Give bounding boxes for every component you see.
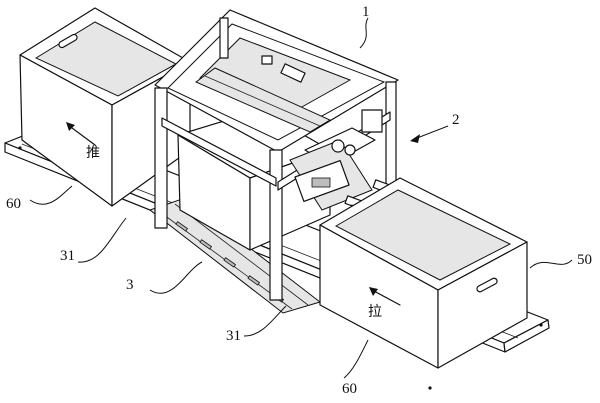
label-rail: 3	[126, 277, 134, 293]
frame-post-front-left	[154, 87, 168, 229]
frame-post-back-left	[219, 17, 229, 59]
label-frame: 1	[362, 4, 370, 20]
label-base-a: 60	[6, 196, 21, 212]
pull-label: 拉	[368, 304, 382, 320]
right-box-handle	[476, 277, 498, 293]
label-gripper: 2	[452, 112, 460, 128]
label-rail-slot-a: 31	[60, 248, 75, 264]
frame-post-front-right	[269, 149, 283, 301]
pull-arrow-head	[369, 287, 378, 296]
right-box: 拉	[319, 177, 528, 369]
pull-arrow	[371, 289, 401, 306]
label-base-b: 60	[342, 381, 357, 397]
leader-lines	[29, 17, 573, 379]
push-arrow	[67, 124, 96, 146]
gripper	[289, 109, 390, 219]
left-box: 推	[19, 7, 191, 207]
push-label: 推	[86, 145, 100, 161]
push-arrow-head	[66, 122, 75, 131]
left-box-handle	[58, 33, 78, 49]
label-rail-slot-b: 31	[226, 328, 241, 344]
label-box: 50	[577, 252, 592, 268]
rail-slots	[175, 221, 285, 303]
